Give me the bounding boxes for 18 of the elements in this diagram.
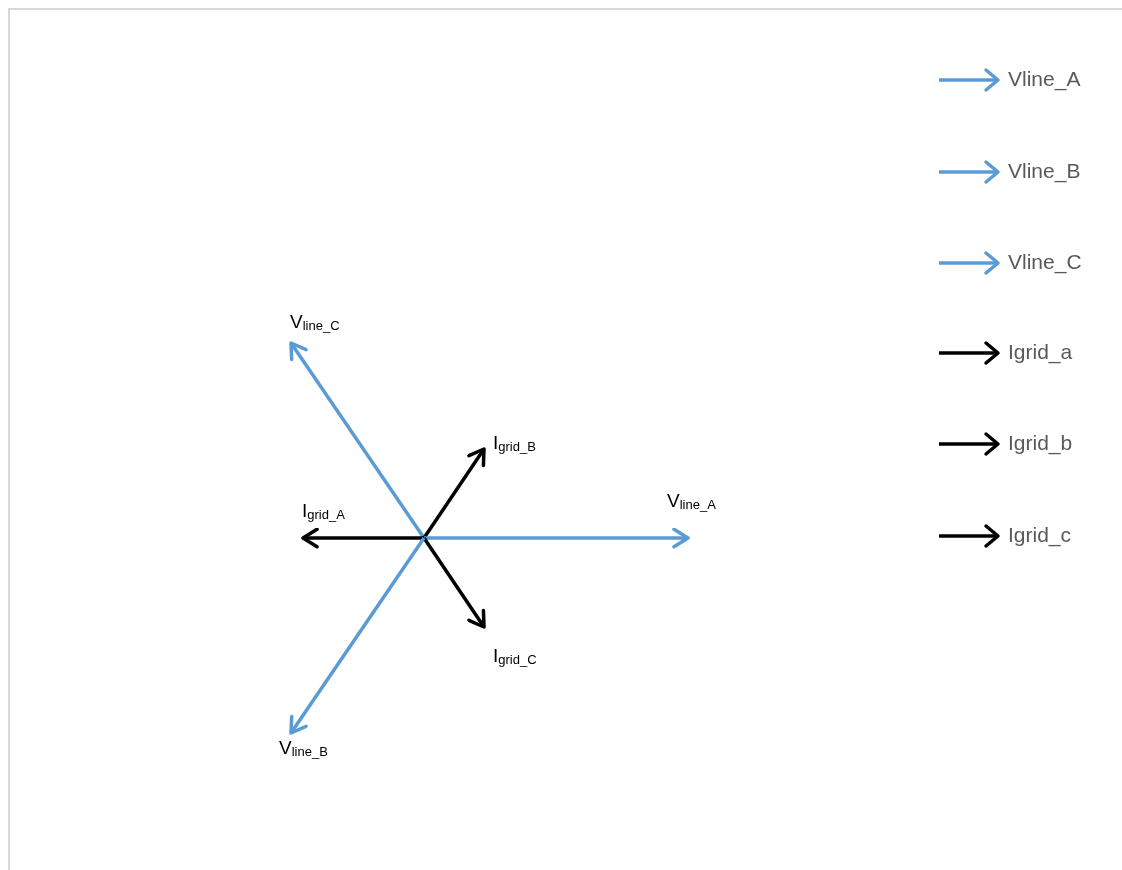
phasor-label: I$_{grid_C}$ [493, 645, 537, 671]
legend-label: Igrid_a [1008, 340, 1073, 364]
legend-label: Igrid_c [1008, 523, 1072, 547]
legend-label: Vline_C [1008, 250, 1082, 274]
phasor-label: V$_{line_B}$ [279, 737, 328, 763]
phasor-label: V$_{line_C}$ [290, 311, 340, 337]
phasor-arrow [422, 447, 486, 539]
phasor-label: I$_{grid_A}$ [302, 500, 345, 526]
phasor-arrow [424, 527, 690, 549]
phasor-arrow [289, 537, 426, 735]
phasor-arrow [422, 537, 486, 629]
phasor-arrow [301, 527, 424, 549]
legend-label: Igrid_b [1008, 431, 1073, 455]
legend-label: Vline_A [1008, 67, 1081, 91]
phasor-arrow [289, 341, 426, 539]
legend-label: Vline_B [1008, 159, 1081, 183]
phasor-label: I$_{grid_B}$ [493, 432, 536, 458]
phasor-label: V$_{line_A}$ [667, 490, 716, 516]
